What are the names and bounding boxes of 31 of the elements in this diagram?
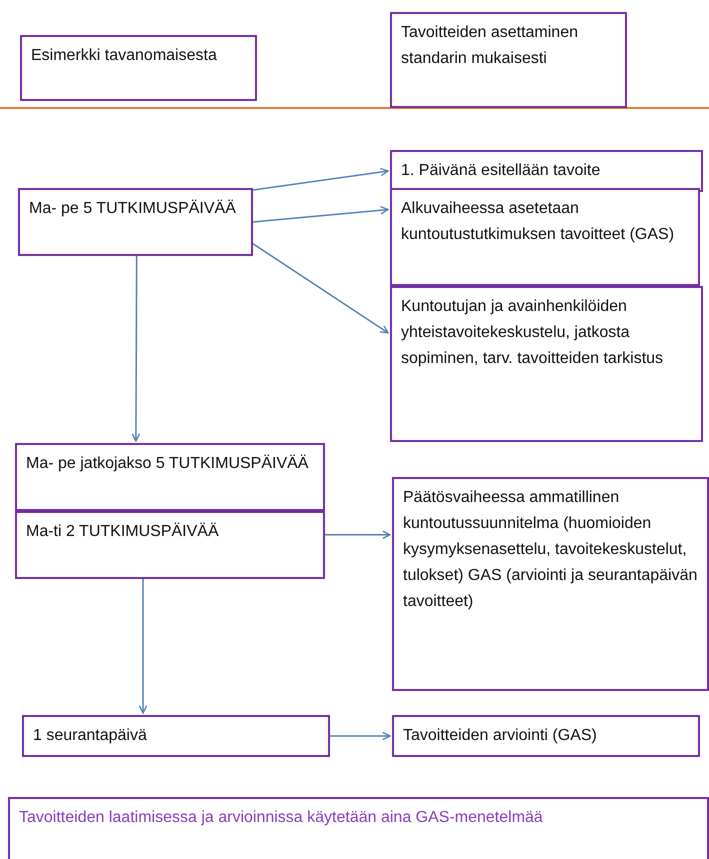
process-box — [390, 150, 703, 192]
note-box — [8, 797, 709, 859]
box-text: Ma-ti 2 TUTKIMUSPÄIVÄÄ — [26, 522, 220, 542]
box-text: Ma- pe 5 TUTKIMUSPÄIVÄÄ — [29, 198, 237, 219]
arrow — [330, 732, 391, 740]
arrow — [325, 530, 391, 540]
process-box — [392, 715, 700, 757]
process-box — [390, 188, 700, 286]
process-box — [20, 35, 257, 101]
arrow — [252, 206, 389, 223]
process-box — [15, 511, 325, 579]
process-box — [390, 12, 627, 108]
process-box — [390, 286, 703, 442]
box-text: Tavoitteiden laatimisessa ja arvioinnissa käytetään aina GAS-menetelmää — [19, 808, 544, 828]
arrow — [138, 579, 148, 714]
process-box — [18, 188, 253, 256]
arrow — [252, 243, 389, 334]
box-text: Kuntoutujan ja avainhenkilöiden yhteistavoitekeskustelu, jatkosta sopiminen, tarv. tavoitteiden tarkistus — [401, 297, 664, 369]
box-text: 1 seurantapäivä — [33, 726, 148, 746]
box-text: Tavoitteiden arviointi (GAS) — [403, 726, 598, 746]
box-text: 1. Päivänä esitellään tavoite — [401, 161, 602, 181]
box-text: Päätösvaiheessa ammatillinen kuntoutussuunnitelma (huomioiden kysymyksenasettelu, tavoitekeskustelut, tulokset) GAS (arviointi ja seurantapäivän tavoitteet) — [403, 488, 698, 612]
process-box — [22, 715, 330, 757]
process-box — [15, 443, 325, 511]
box-text: Tavoitteiden asettaminen standarin mukaisesti — [401, 23, 579, 69]
box-text: Ma- pe jatkojakso 5 TUTKIMUSPÄIVÄÄ — [26, 454, 310, 474]
arrow — [252, 168, 389, 191]
process-box — [392, 477, 709, 691]
arrow — [132, 256, 140, 442]
box-text: Alkuvaiheessa asetetaan kuntoutustutkimuksen tavoitteet (GAS) — [401, 199, 676, 245]
box-text: Esimerkki tavanomaisesta — [31, 46, 218, 66]
